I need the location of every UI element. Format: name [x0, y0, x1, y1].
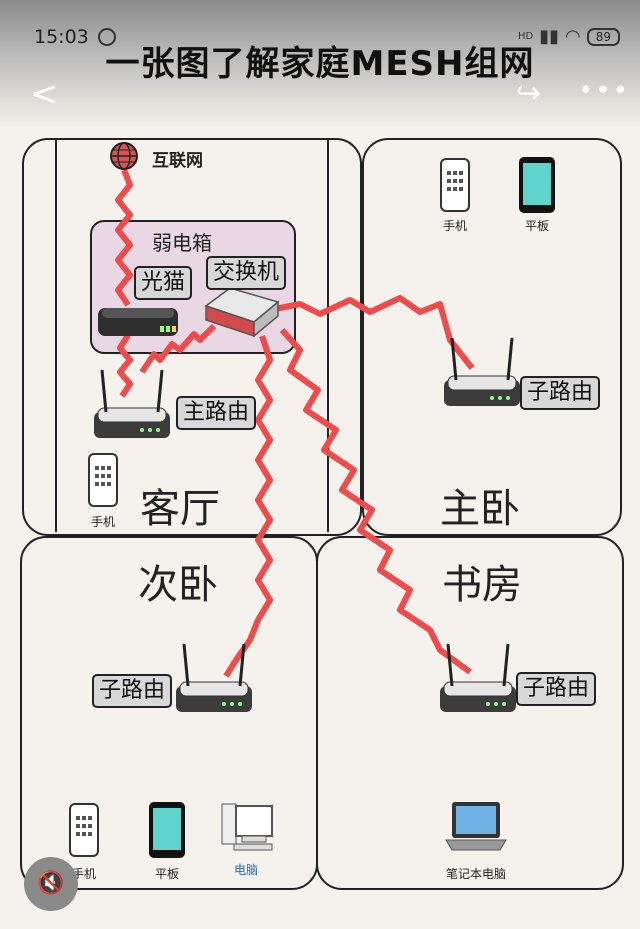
tablet-label-master: 平板 [524, 219, 549, 233]
sub-router-master-label: 子路由 [520, 376, 601, 410]
tablet-label-second: 平板 [154, 867, 179, 881]
phone-icon-living [88, 453, 118, 507]
sub-router-study-label: 子路由 [516, 672, 597, 706]
computer-icon [221, 803, 273, 851]
modem-icon [98, 308, 178, 336]
room-study-label: 书房 [442, 562, 522, 608]
room-master [362, 138, 622, 536]
link-switch-master [269, 295, 475, 370]
link-internet-modem [115, 168, 133, 307]
network-type: HD [517, 31, 534, 42]
room-living [22, 138, 362, 536]
phone-label-second: 手机 [71, 867, 96, 881]
tablet-icon-master [519, 157, 555, 213]
sub-router-study-icon [438, 642, 518, 714]
room-living-label: 客厅 [140, 486, 220, 532]
signal-icon: ▮▮ [539, 26, 559, 47]
weak-box-label: 弱电箱 [152, 231, 212, 255]
link-modem-router [117, 333, 133, 398]
room-study [316, 536, 624, 890]
phone-icon-second [69, 803, 99, 857]
status-icons: HD ▮▮ ◠ 89 [518, 26, 620, 47]
page-title: 一张图了解家庭MESH组网 [105, 44, 535, 84]
switch-icon [204, 287, 280, 338]
link-switch-router [139, 323, 217, 374]
top-bar [0, 0, 640, 128]
living-inner-line [55, 140, 329, 532]
globe-icon [110, 142, 138, 170]
internet-label: 互联网 [152, 151, 203, 171]
tablet-icon-second [149, 802, 185, 858]
computer-label: 电脑 [233, 863, 258, 877]
share-button[interactable]: ↪ [516, 76, 542, 111]
alarm-icon [98, 28, 116, 46]
switch-label: 交换机 [206, 256, 287, 290]
link-switch-study [279, 327, 472, 675]
phone-label-living: 手机 [90, 515, 115, 529]
laptop-label: 笔记本电脑 [445, 867, 506, 881]
phone-label-master: 手机 [442, 219, 467, 233]
phone-icon-master [440, 158, 470, 212]
back-button[interactable]: < [30, 74, 59, 114]
main-router-icon [92, 368, 172, 440]
wifi-icon: ◠ [565, 26, 581, 47]
mute-button[interactable]: 🔇 [24, 857, 78, 911]
sub-router-second-label: 子路由 [92, 674, 173, 708]
battery-level: 89 [586, 27, 620, 46]
modem-label: 光猫 [134, 266, 193, 300]
status-time: 15:03 [34, 26, 89, 48]
laptop-icon [445, 802, 507, 851]
room-second-label: 次卧 [138, 562, 218, 608]
room-master-label: 主卧 [440, 486, 520, 532]
main-router-label: 主路由 [176, 396, 257, 430]
more-button[interactable]: ••• [578, 76, 631, 106]
link-switch-second [223, 335, 273, 678]
